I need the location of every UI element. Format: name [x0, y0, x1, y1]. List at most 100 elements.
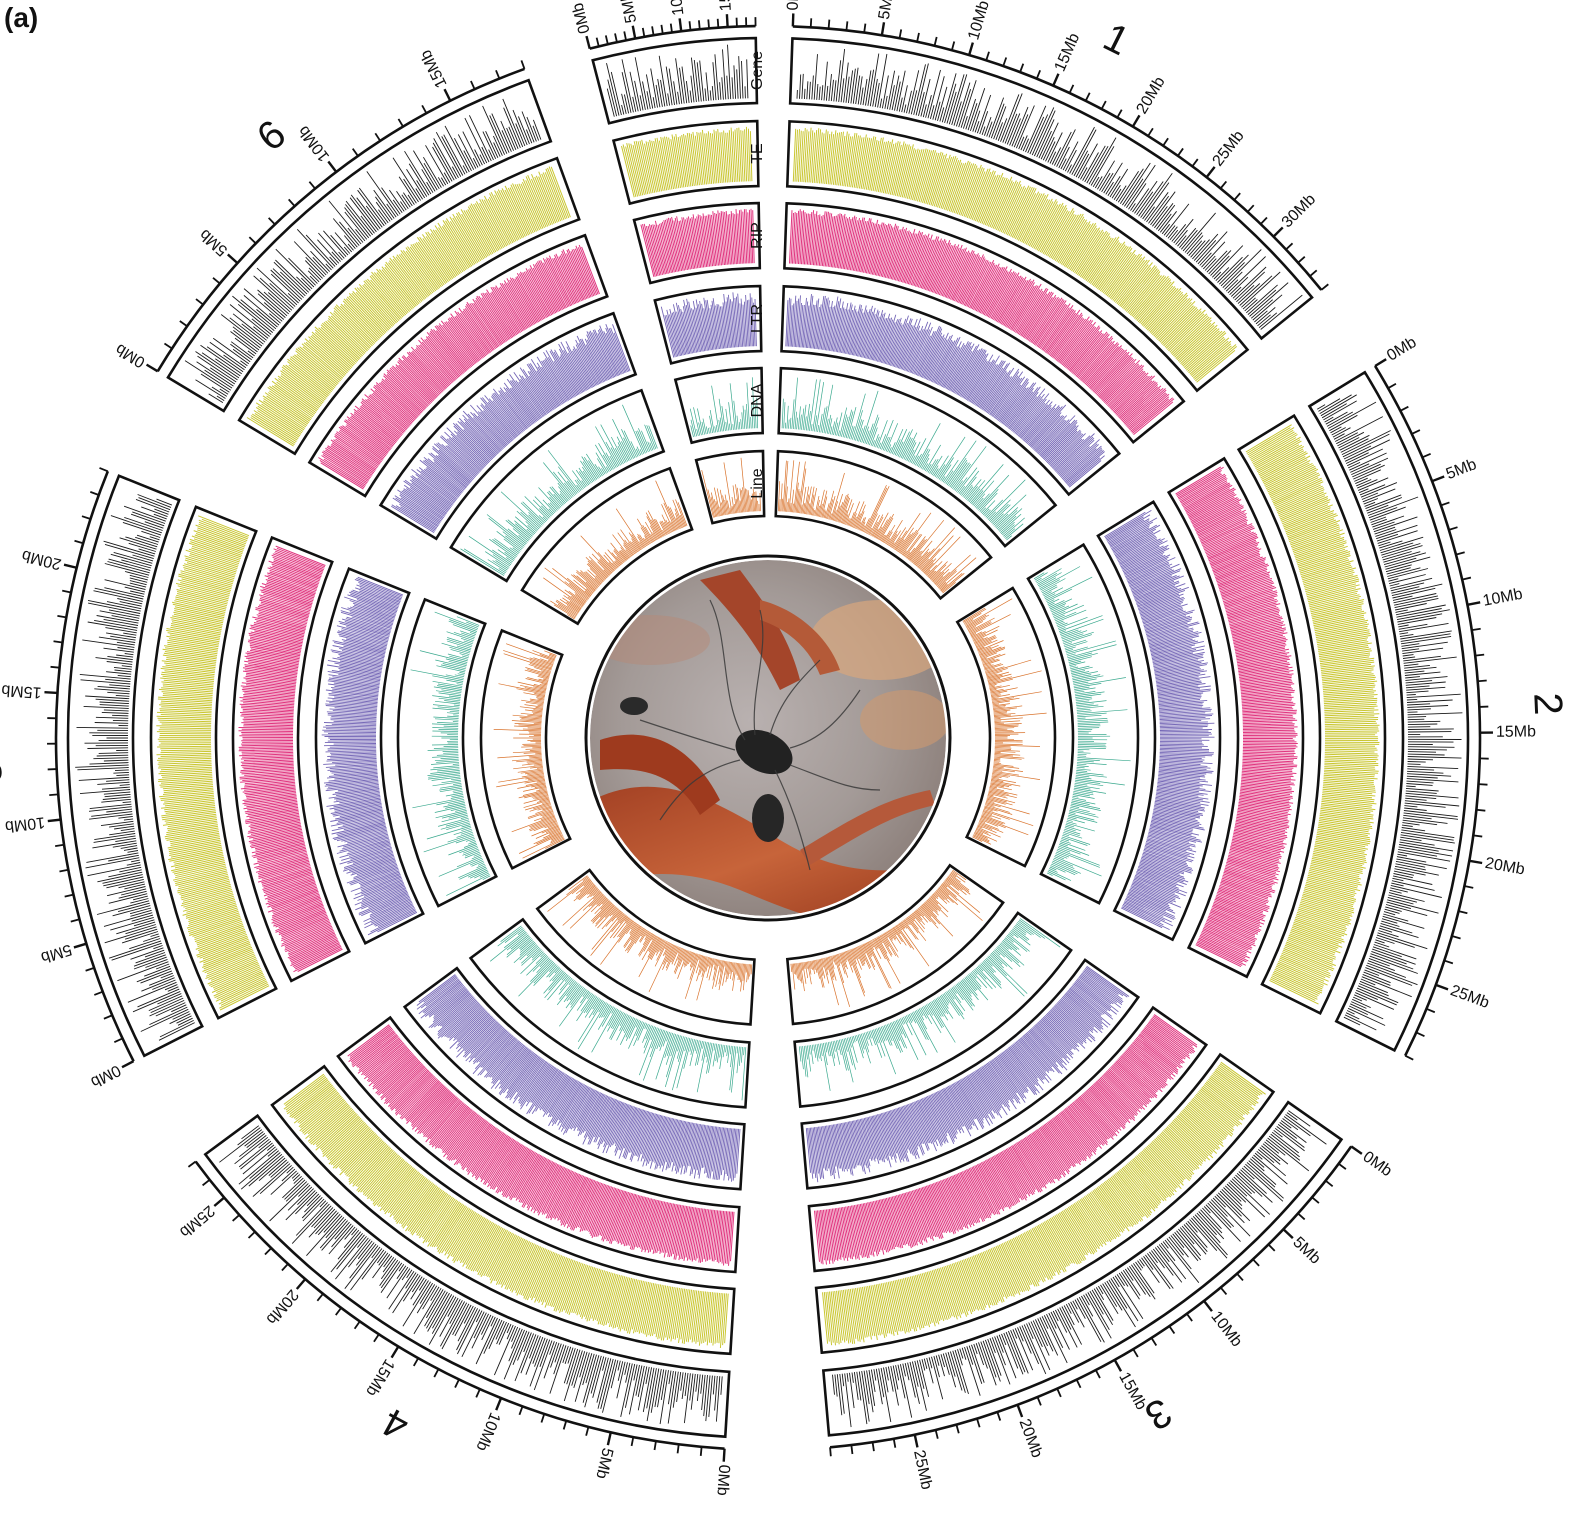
axis-tick — [1473, 834, 1483, 838]
tick-label: 10Mb — [4, 813, 46, 835]
tick-label: 0Mb — [113, 340, 149, 371]
axis-tick — [1477, 679, 1487, 683]
axis-tick — [676, 1444, 680, 1454]
tick-label: 25Mb — [1210, 128, 1248, 170]
track-ltr-chr6 — [378, 311, 638, 541]
axis-tick — [316, 1293, 324, 1302]
axis-arc — [1373, 365, 1482, 1057]
track-bars — [606, 44, 749, 117]
axis-tick — [985, 51, 990, 61]
tick-label: 20Mb — [1133, 74, 1168, 117]
axis-tick — [1220, 1286, 1228, 1296]
axis-tick — [103, 1014, 113, 1020]
track-ltr-chr7 — [653, 284, 763, 365]
track-bars — [1245, 424, 1380, 1005]
axis-tick — [74, 539, 84, 545]
track-rip-chr6 — [307, 233, 609, 498]
axis-tick — [1191, 158, 1199, 167]
track-frame — [785, 863, 1005, 1026]
tick-label: 5Mb — [196, 225, 231, 259]
axis-tick — [268, 217, 276, 226]
axis-tick — [1233, 192, 1241, 201]
track-frame — [270, 1064, 736, 1356]
axis-tick — [248, 236, 257, 245]
track-dna-chr5 — [396, 597, 498, 908]
track-bars — [777, 460, 977, 594]
axis-tick — [585, 35, 591, 49]
axis-tick — [202, 1179, 211, 1187]
axis-tick — [64, 893, 74, 898]
axis-tick — [1451, 935, 1461, 940]
axis-tick — [1219, 180, 1228, 189]
track-rip-chr3 — [807, 1005, 1209, 1273]
track-bars — [347, 1024, 735, 1266]
tick-label: 10Mb — [295, 122, 333, 164]
axis-tick — [187, 1160, 197, 1168]
axis-tick — [44, 690, 58, 695]
axis-tick — [863, 23, 867, 33]
track-frame — [149, 505, 278, 1020]
track-bars — [1175, 466, 1298, 968]
track-dna-chr4 — [468, 917, 751, 1109]
track-gene-chr3 — [821, 1100, 1344, 1437]
track-frame — [237, 156, 581, 456]
track-bars — [547, 875, 753, 1001]
track-bars — [789, 209, 1175, 435]
axis-tick — [1282, 1228, 1294, 1240]
chromosome-label: 6 — [249, 112, 294, 160]
track-line-chr4 — [535, 868, 756, 1026]
axis-tick — [351, 148, 359, 157]
axis-tick — [933, 36, 938, 46]
axis-tick — [145, 363, 159, 373]
track-frame — [231, 535, 351, 983]
axis-tick — [89, 491, 100, 496]
axis-tick — [50, 665, 60, 669]
track-frame — [468, 917, 751, 1109]
track-frame — [314, 566, 425, 945]
axis-tick — [1203, 1300, 1213, 1312]
tick-label: 25Mb — [176, 1202, 218, 1241]
tick-label: 15Mb — [1496, 723, 1536, 740]
track-bars — [805, 965, 1130, 1183]
axis-tick — [353, 1320, 361, 1330]
axis-tick — [871, 1442, 875, 1452]
axis-tick — [892, 1438, 897, 1448]
track-bars — [75, 494, 195, 1041]
tick-label: 0Mb — [785, 0, 803, 11]
track-bars — [640, 208, 755, 278]
track-bars — [321, 576, 418, 936]
axis-tick — [595, 37, 600, 47]
axis-tick — [281, 1263, 289, 1272]
axis-tick — [1399, 405, 1409, 412]
track-rip-chr2 — [1166, 456, 1305, 979]
axis-tick — [699, 1446, 703, 1456]
axis-tick — [1440, 501, 1450, 507]
track-frame — [535, 868, 756, 1026]
track-bars — [621, 126, 753, 198]
track-line-chr3 — [785, 863, 1005, 1026]
axis-tick — [454, 1379, 460, 1388]
track-line-chr1 — [774, 449, 993, 601]
axis-tick — [47, 818, 61, 823]
axis-tick — [1252, 1258, 1260, 1267]
axis-tick — [614, 33, 618, 43]
track-frame — [1026, 542, 1140, 905]
axis-tick — [1471, 627, 1481, 632]
tick-label: 0Mb — [88, 1061, 124, 1090]
track-bars — [246, 166, 571, 447]
axis-tick — [1267, 1243, 1276, 1252]
axis-tick — [1019, 63, 1025, 73]
track-frame — [66, 474, 204, 1058]
track-frame — [780, 284, 1122, 497]
tick-label: 10Mb — [472, 1410, 503, 1454]
tick-label: 10Mb — [666, 0, 688, 16]
axis-tick — [707, 19, 710, 29]
tick-label: 20Mb — [263, 1286, 302, 1328]
track-line-chr7 — [694, 449, 766, 525]
track-bars — [543, 480, 688, 620]
axis-tick — [227, 253, 239, 265]
axis-tick — [1338, 1163, 1347, 1170]
axis-tick — [1311, 1196, 1320, 1204]
axis-tick — [1444, 959, 1454, 965]
